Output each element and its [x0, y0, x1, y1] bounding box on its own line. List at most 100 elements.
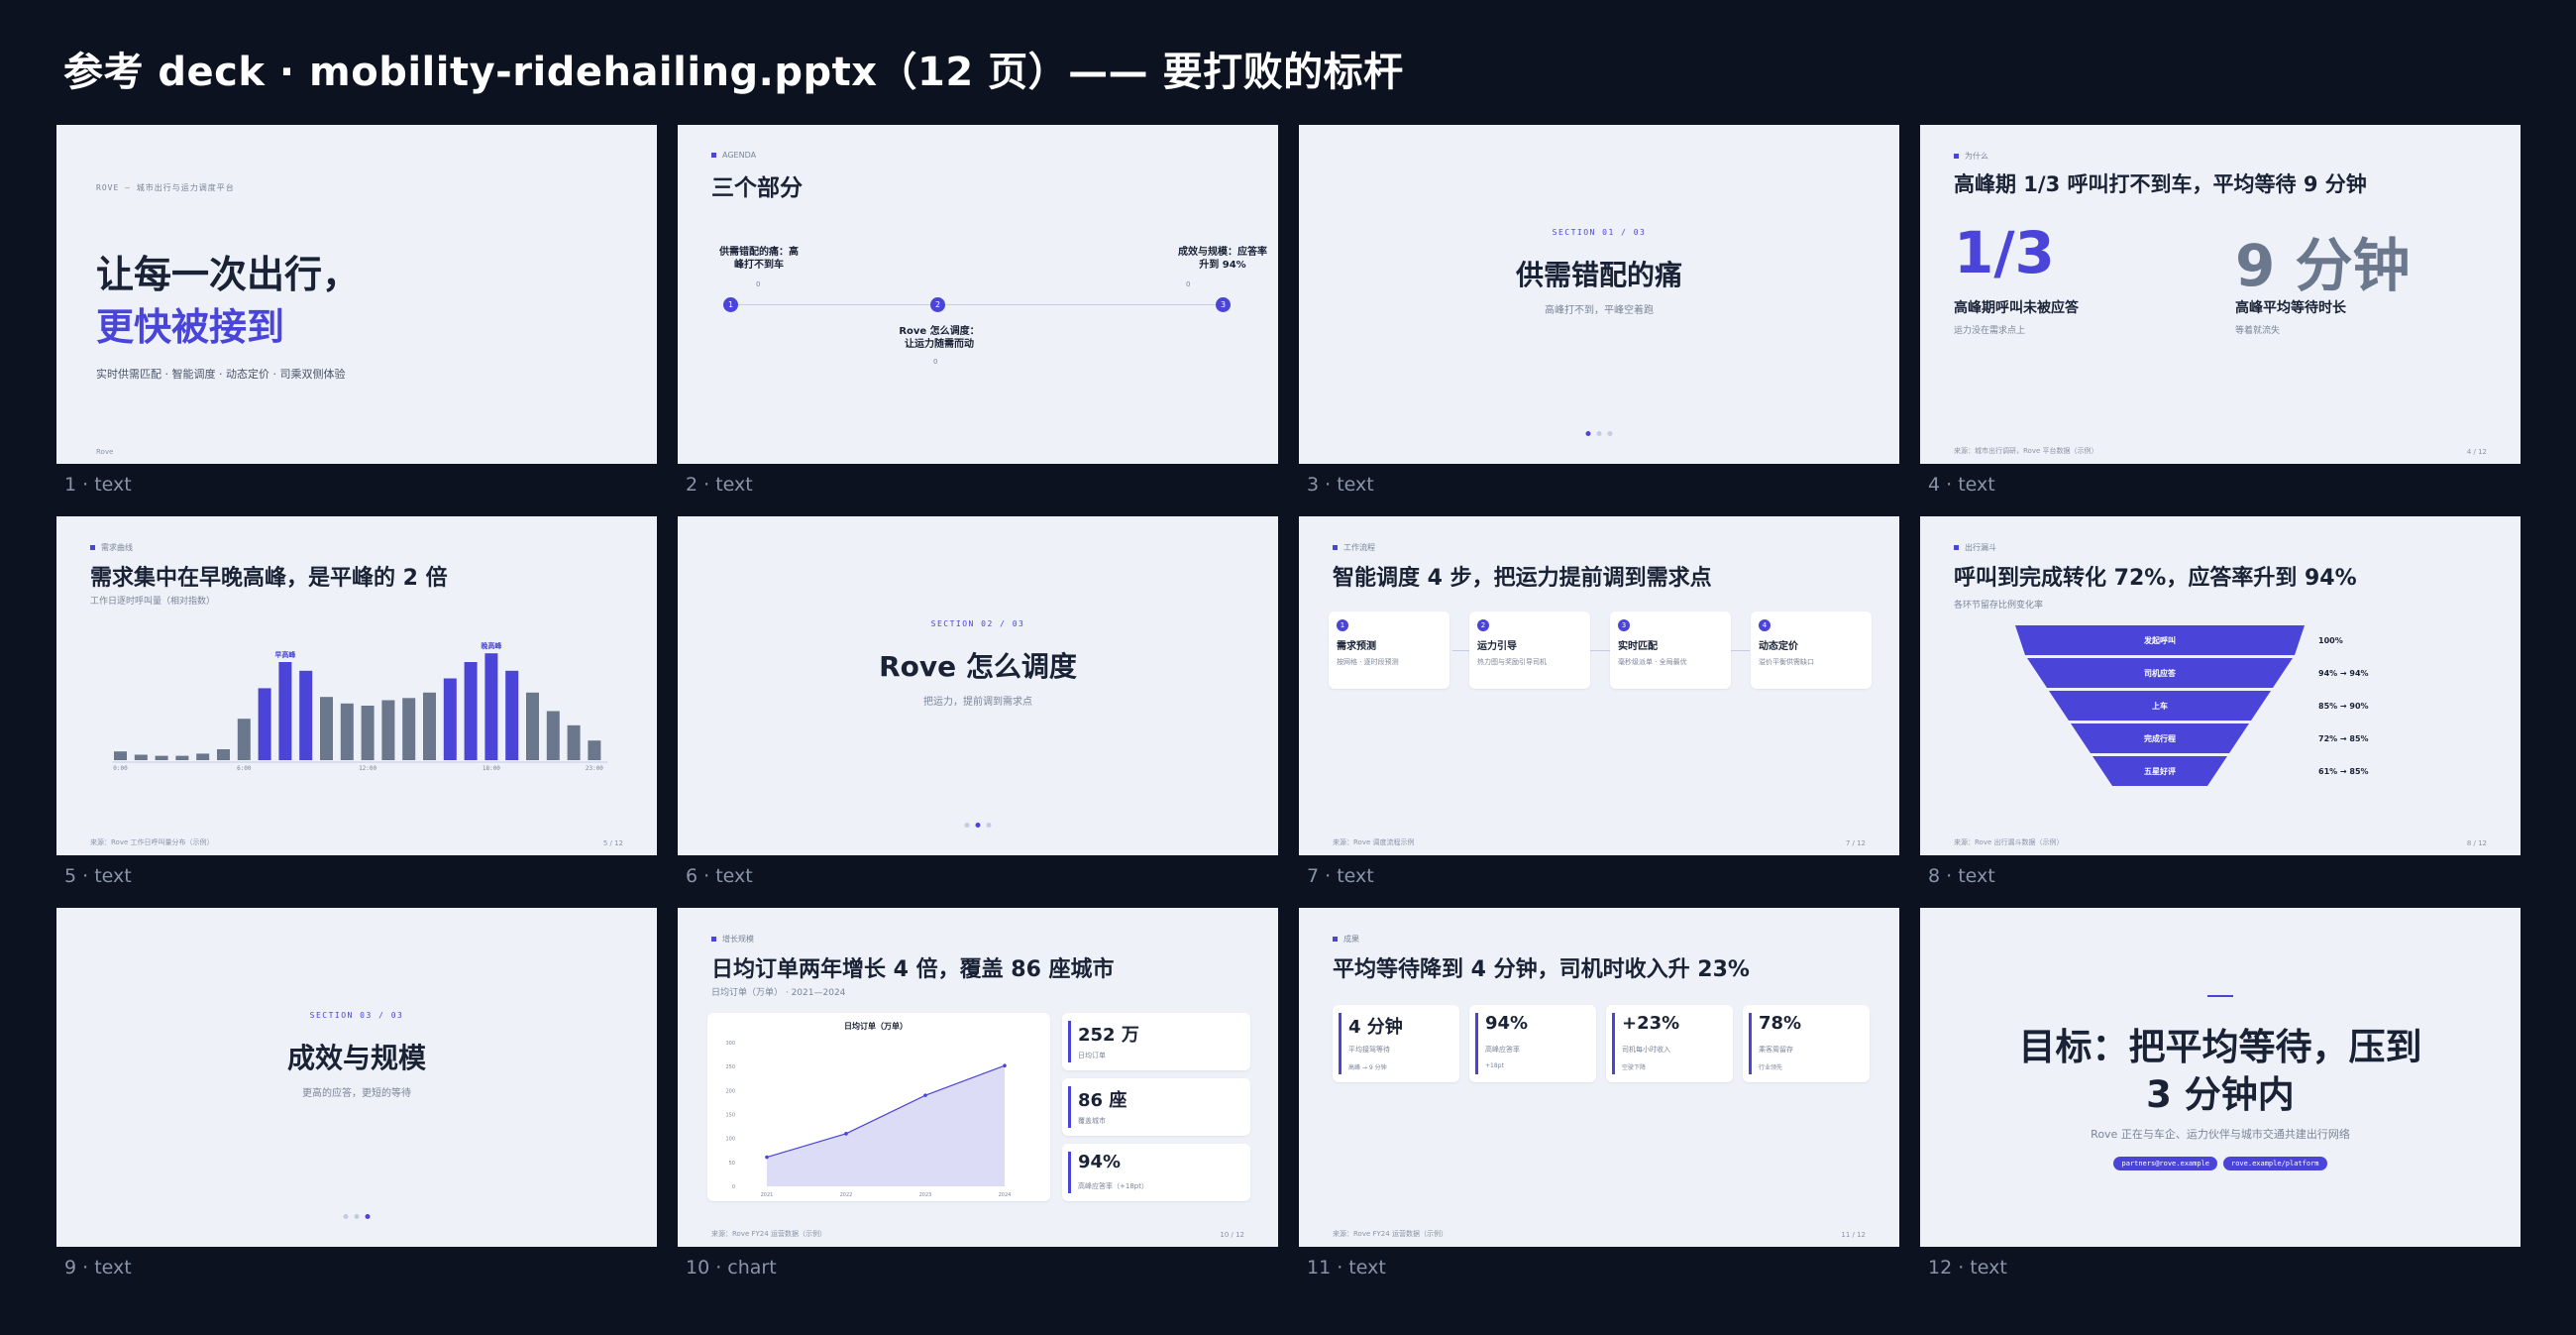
slide-footer-source: 来源：Rove FY24 运营数据（示例）: [711, 1230, 826, 1238]
chart-bar: [505, 670, 519, 760]
slide-thumbnail-2[interactable]: AGENDA 三个部分 供需错配的痛：高峰打不到车 0 1 2 0 Rove 怎…: [678, 125, 1278, 464]
slide-caption-7: 7 · text: [1307, 865, 1374, 887]
slide-kicker: 为什么: [1954, 151, 1988, 162]
chart-bar: [526, 692, 539, 760]
slide-caption-5: 5 · text: [64, 865, 132, 887]
closing-title-line2: 3 分钟内: [2146, 1073, 2295, 1116]
section-subtitle: 更高的应答，更短的等待: [302, 1088, 411, 1099]
x-tick-label: 12:00: [359, 765, 376, 772]
slide-kicker: ROVE — 城市出行与运力调度平台: [96, 183, 235, 192]
stat-value-2: 9 分钟: [2235, 232, 2411, 299]
section-title: 成效与规模: [286, 1042, 426, 1074]
slide-footer-source: 来源：城市出行调研，Rove 平台数据（示例）: [1954, 447, 2098, 455]
title-accent-rule: [2207, 995, 2233, 997]
funnel-value: 85% → 90%: [2318, 702, 2369, 711]
stat-value-1: 1/3: [1954, 219, 2055, 286]
funnel-value: 94% → 94%: [2318, 669, 2369, 678]
section-title: Rove 怎么调度: [879, 650, 1077, 683]
chart-bar: [423, 692, 436, 760]
section-subtitle: 把运力，提前调到需求点: [923, 697, 1032, 708]
kpi-value: 86 座: [1078, 1090, 1127, 1111]
data-point: [765, 1155, 769, 1160]
slide-footer-source: 来源：Rove 调度流程示例: [1333, 838, 1415, 846]
slide-thumbnail-4[interactable]: 为什么 高峰期 1/3 呼叫打不到车，平均等待 9 分钟 1/3 高峰期呼叫未被…: [1920, 125, 2521, 464]
dot-active: [365, 1214, 371, 1219]
x-tick-label: 2024: [999, 1192, 1012, 1198]
chart-bar: [484, 653, 498, 760]
slide-thumbnail-8[interactable]: 出行漏斗 呼叫到完成转化 72%，应答率升到 94% 各环节留存比例变化率 发起…: [1920, 516, 2521, 855]
stat-label-1: 高峰期呼叫未被应答: [1954, 300, 2079, 316]
metric-note: 空驶下降: [1622, 1064, 1647, 1071]
contact-pills: partners@rove.example rove.example/platfo…: [1920, 1151, 2521, 1170]
peak-label-evening: 晚高峰: [481, 641, 502, 650]
contact-url-pill[interactable]: rove.example/platform: [2223, 1157, 2327, 1170]
dot: [1596, 431, 1602, 436]
chart-bar: [546, 711, 560, 760]
chart-bar: [588, 740, 601, 760]
funnel-stage-3: [2049, 691, 2271, 721]
area-fill: [767, 1065, 1005, 1186]
agenda-item-1-label: 供需错配的痛：高峰打不到车: [719, 247, 799, 271]
x-tick-label: 6:00: [237, 765, 252, 772]
y-tick-label: 250: [725, 1064, 735, 1070]
chart-bar: [237, 719, 251, 760]
metric-note: 高峰 → 9 分钟: [1348, 1064, 1387, 1071]
slide-thumbnail-10[interactable]: 增长规模 日均订单两年增长 4 倍，覆盖 86 座城市 日均订单（万单） · 2…: [678, 908, 1278, 1247]
slide-caption-1: 1 · text: [64, 474, 132, 496]
slide-thumbnail-1[interactable]: ROVE — 城市出行与运力调度平台 让每一次出行， 更快被接到 实时供需匹配 …: [56, 125, 657, 464]
kpi-label: 日均订单: [1078, 1052, 1106, 1059]
funnel-value: 61% → 85%: [2318, 767, 2369, 776]
slide-footer-source: 来源：Rove FY24 运营数据（示例）: [1333, 1230, 1448, 1238]
metric-accent-bar: [1749, 1013, 1752, 1074]
chart-title: 日均订单（万单）: [844, 1021, 908, 1031]
kicker-square-icon: [90, 545, 95, 550]
chart-bar: [196, 753, 210, 760]
data-points: [765, 1063, 1007, 1160]
slide-title: 平均等待降到 4 分钟，司机时收入升 23%: [1333, 957, 1750, 982]
kicker-square-icon: [1333, 937, 1338, 942]
step-number: 1: [1337, 619, 1348, 631]
funnel-value: 72% → 85%: [2318, 734, 2369, 743]
pagination-dots: [343, 1214, 371, 1219]
metric-card-1: 4 分钟 平均接驾等待 高峰 → 9 分钟: [1333, 1005, 1459, 1082]
kicker-square-icon: [1954, 154, 1959, 159]
contact-email-pill[interactable]: partners@rove.example: [2113, 1157, 2217, 1170]
dot: [986, 823, 992, 828]
step-card-2: 2 运力引导 热力图与奖励引导司机: [1469, 612, 1590, 689]
section-subtitle: 高峰打不到，平峰空着跑: [1545, 305, 1654, 316]
closing-subtitle: Rove 正在与车企、运力伙伴与城市交通共建出行网络: [2091, 1128, 2350, 1141]
slide-thumbnail-7[interactable]: 工作流程 智能调度 4 步，把运力提前调到需求点 1 需求预测 按网格 · 逐时…: [1299, 516, 1899, 855]
hourly-demand-chart: 早高峰 晚高峰 0:00 6:00 12:00 18:00 23:00: [112, 641, 607, 772]
dot: [354, 1214, 360, 1219]
slide-thumbnail-12[interactable]: 目标：把平均等待，压到 3 分钟内 Rove 正在与车企、运力伙伴与城市交通共建…: [1920, 908, 2521, 1247]
slide-thumbnail-6[interactable]: SECTION 02 / 03 Rove 怎么调度 把运力，提前调到需求点: [678, 516, 1278, 855]
chart-bar: [217, 749, 230, 760]
funnel-label: 上车: [2152, 701, 2168, 711]
section-label: SECTION 03 / 03: [309, 1011, 404, 1020]
data-point: [1003, 1063, 1007, 1067]
x-tick-label: 2021: [761, 1192, 774, 1198]
slide-thumbnail-5[interactable]: 需求曲线 需求集中在早晚高峰，是平峰的 2 倍 工作日逐时呼叫量（相对指数） 早…: [56, 516, 657, 855]
funnel-stage-5: [2093, 756, 2227, 786]
chart-bar: [361, 706, 375, 760]
agenda-marker-1: 1: [723, 297, 738, 312]
slide-footer-page: 4 / 12: [2466, 448, 2487, 456]
step-desc: 溢价平衡供需缺口: [1759, 658, 1814, 666]
pagination-dots: [1585, 431, 1613, 436]
data-point: [923, 1093, 927, 1097]
metric-label: 高峰应答率: [1485, 1046, 1520, 1054]
metric-note: 行业领先: [1759, 1064, 1783, 1071]
slide-footer-source: 来源：Rove 工作日呼叫量分布（示例）: [90, 838, 214, 846]
slide-kicker: 出行漏斗: [1954, 542, 1996, 553]
peak-label-morning: 早高峰: [274, 650, 296, 659]
slide-thumbnail-3[interactable]: SECTION 01 / 03 供需错配的痛 高峰打不到，平峰空着跑: [1299, 125, 1899, 464]
metric-value: +23%: [1622, 1013, 1680, 1034]
chart-bar: [278, 662, 292, 760]
slide-footer: Rove: [96, 448, 114, 456]
chart-bar: [381, 700, 395, 760]
slide-thumbnail-9[interactable]: SECTION 03 / 03 成效与规模 更高的应答，更短的等待: [56, 908, 657, 1247]
slide-thumbnail-11[interactable]: 成果 平均等待降到 4 分钟，司机时收入升 23% 4 分钟 平均接驾等待 高峰…: [1299, 908, 1899, 1247]
slide-footer-page: 10 / 12: [1220, 1231, 1244, 1239]
kicker-square-icon: [1333, 545, 1338, 550]
